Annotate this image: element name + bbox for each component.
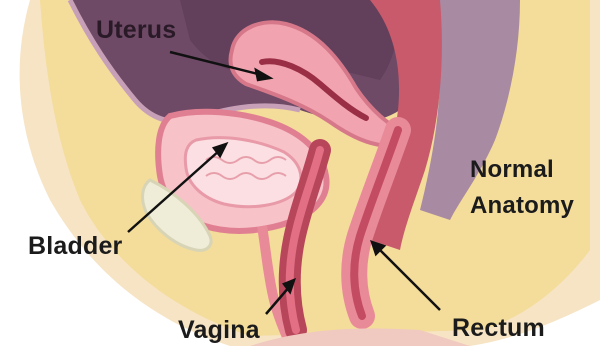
vagina-label: Vagina — [178, 318, 260, 343]
caption-label: Normal Anatomy — [470, 152, 574, 224]
caption-line-1: Normal — [470, 152, 574, 188]
rectum-label: Rectum — [452, 316, 545, 341]
caption-line-2: Anatomy — [470, 188, 574, 224]
bladder-label: Bladder — [28, 234, 122, 259]
uterus-label: Uterus — [96, 18, 176, 43]
